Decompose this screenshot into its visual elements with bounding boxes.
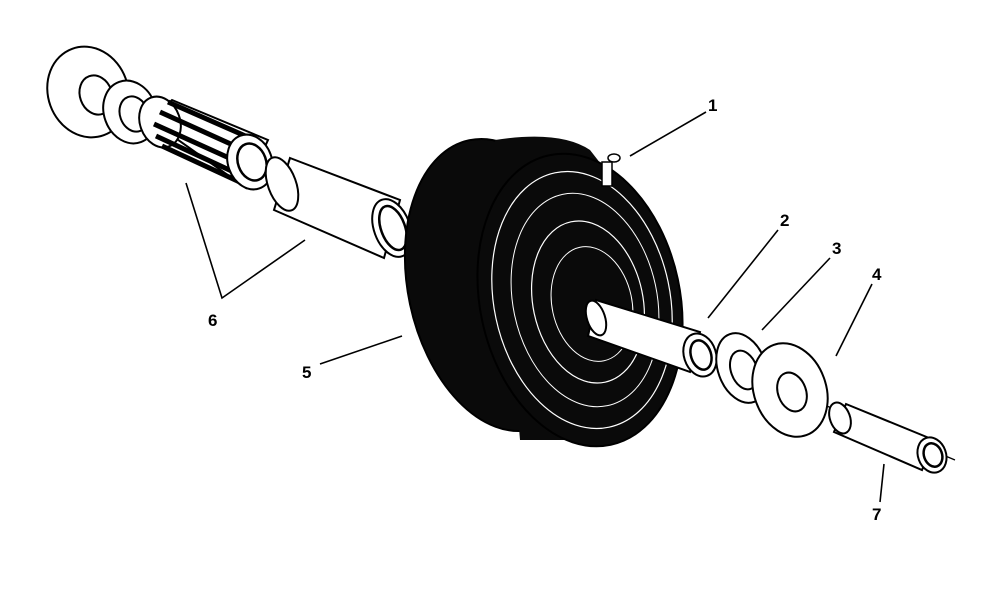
leader-3 <box>761 257 831 331</box>
callout-1: 1 <box>708 96 717 115</box>
leader-2 <box>707 229 779 319</box>
part-1-grease-fitting <box>601 153 621 187</box>
leader-5 <box>319 335 403 365</box>
leader-4 <box>835 283 873 357</box>
part-2-spacer <box>682 332 718 378</box>
callout-5: 5 <box>302 363 311 382</box>
leader-1 <box>629 111 707 157</box>
part-7-bushing <box>828 401 948 474</box>
callout-2: 2 <box>780 211 789 230</box>
part-6-roller-bearing <box>138 95 274 191</box>
callout-7: 7 <box>872 505 881 524</box>
callout-4: 4 <box>872 265 882 284</box>
callout-3: 3 <box>832 239 841 258</box>
part-4-washer <box>751 342 829 438</box>
leader-7 <box>879 463 885 503</box>
callout-6: 6 <box>208 311 217 330</box>
part-6-bushing <box>264 156 413 260</box>
leader-6 <box>185 182 306 300</box>
part-5-wheel <box>403 136 702 448</box>
